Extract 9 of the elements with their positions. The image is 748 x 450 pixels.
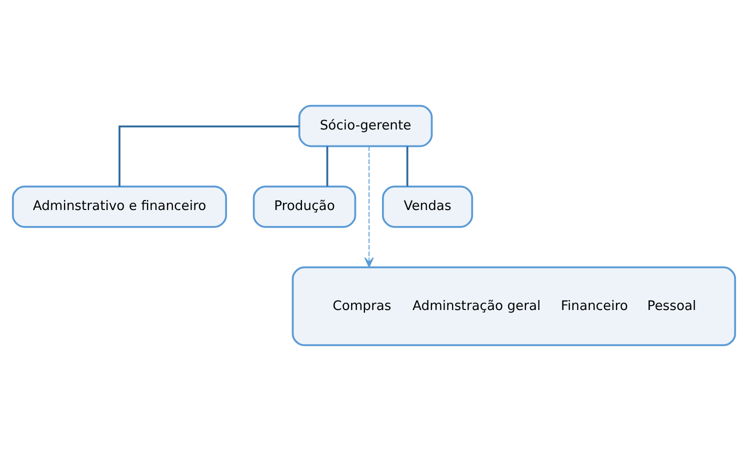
- connector: [118, 124, 300, 186]
- node-box: Sócio-gerente: [298, 104, 433, 147]
- node-box: Adminstrativo e financeiro: [12, 185, 228, 228]
- arrow: [364, 145, 374, 267]
- node-box: Produção: [252, 185, 356, 228]
- node-box: Vendas: [382, 185, 474, 228]
- connector: [406, 146, 408, 186]
- connector: [326, 146, 328, 186]
- node-box: Compras Adminstração geral Financeiro Pessoal: [292, 266, 736, 346]
